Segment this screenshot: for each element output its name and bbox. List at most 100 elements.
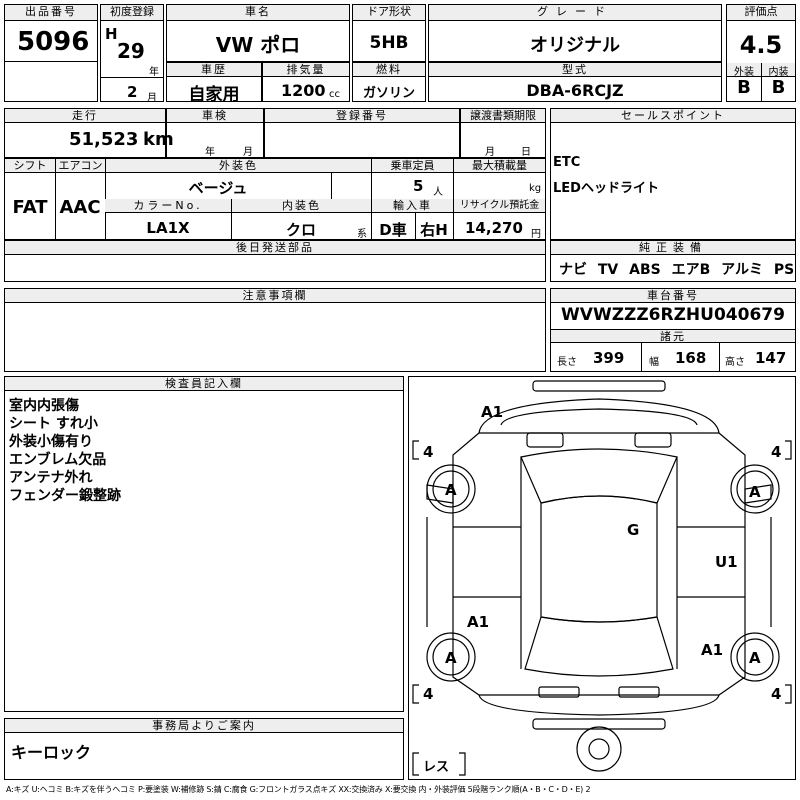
specs-label: 諸元	[551, 329, 795, 343]
inspector-label: 検査員記入欄	[5, 377, 403, 391]
car-outline: A1 4 4 A A G U1 A1 A1 A A 4 4 レス	[412, 380, 792, 776]
capacity-unit: 人	[433, 187, 443, 198]
equipment-item: アルミ	[721, 262, 764, 278]
inspector-line: シート すれ小	[9, 416, 98, 432]
aircon-value: AAC	[59, 197, 101, 218]
int-color-value: クロ	[285, 221, 316, 239]
wheel-rl: A	[445, 649, 457, 667]
first-reg-year: 29	[117, 39, 145, 63]
office-box: 事務局よりご案内 キーロック	[4, 718, 404, 780]
notes-box: 注意事項欄	[4, 288, 546, 372]
inspector-line: エンブレム欠品	[9, 452, 107, 468]
notes-label: 注意事項欄	[5, 289, 545, 303]
inspector-box: 検査員記入欄 室内内張傷 シート すれ小 外装小傷有り エンブレム欠品 アンテナ…	[4, 376, 404, 712]
mileage-box: 走行 51,523 km	[4, 108, 174, 158]
car-name-value: VW ポロ	[215, 33, 301, 57]
color-no-value: LA1X	[146, 219, 190, 237]
sales-point-item: LEDヘッドライト	[553, 181, 659, 196]
first-reg-month: 2	[127, 83, 138, 101]
capacity-value: 5	[413, 177, 424, 195]
chassis-box: 車台番号 WVWZZZ6RZHU040679 諸元 長さ 399 幅 168 高…	[550, 288, 796, 372]
equipment-item: ナビ	[559, 262, 587, 278]
car-name-label: 車名	[167, 5, 349, 21]
transfer-box: 譲渡書類期限 月 日	[460, 108, 546, 158]
displacement-box: 排気量 1200 cc	[262, 62, 350, 102]
int-color-suffix: 系	[357, 229, 367, 240]
grade-value: オリジナル	[530, 35, 620, 56]
mark-g: G	[627, 521, 639, 539]
office-value: キーロック	[11, 743, 92, 762]
first-reg-month-unit: 月	[147, 93, 157, 104]
inspector-line: フェンダー鍛整跡	[9, 488, 121, 504]
width-label: 幅	[649, 357, 659, 368]
grade-label: グレード	[429, 5, 721, 21]
score-label: 評価点	[727, 5, 795, 21]
first-reg-label: 初度登録	[101, 5, 163, 21]
tire-rr: 4	[771, 685, 781, 703]
displacement-value: 1200	[281, 81, 326, 100]
wheel-fr: A	[749, 483, 761, 501]
model-code-label: 型式	[429, 63, 721, 77]
history-value: 自家用	[188, 85, 240, 105]
recycle-label: リサイクル預託金	[453, 199, 545, 213]
damage-diagram: A1 4 4 A A G U1 A1 A1 A A 4 4 レス	[408, 376, 796, 780]
first-reg-era: H	[105, 25, 118, 43]
model-code-value: DBA-6RCJZ	[526, 81, 624, 100]
lot-box: 出品番号 5096	[4, 4, 98, 102]
recycle-value: 14,270	[465, 219, 523, 237]
equipment-item: エアB	[671, 262, 711, 278]
equipment-item: PS	[773, 262, 795, 278]
max-load-label: 最大積載量	[453, 159, 545, 173]
mileage-value: 51,523	[69, 129, 139, 150]
registration-box: 登録番号	[264, 108, 460, 158]
fuel-box: 燃料 ガソリン	[352, 62, 426, 102]
lot-number: 5096	[17, 27, 90, 57]
aircon-label: エアコン	[55, 159, 105, 173]
inspection-year-unit: 年	[205, 147, 215, 158]
int-score: B	[761, 77, 795, 101]
door-box: ドア形状 5HB	[352, 4, 426, 62]
sales-point-item: ETC	[553, 155, 581, 170]
fuel-value: ガソリン	[362, 86, 415, 101]
first-reg-box: 初度登録 H 29 年 2 月	[100, 4, 164, 104]
mark-a1-front: A1	[481, 403, 503, 421]
wheel-rr: A	[749, 649, 761, 667]
spec-grid: シフト エアコン 外装色 乗車定員 最大積載量 FAT AAC ベージュ 5 人…	[4, 158, 546, 240]
door-value: 5HB	[369, 33, 409, 53]
legend: A:キズ U:ヘコミ B:キズを伴うヘコミ P:要塗装 W:補修跡 S:錆 C:…	[6, 785, 591, 794]
displacement-unit: cc	[329, 89, 340, 100]
int-color-label: 内装色	[231, 199, 371, 213]
shift-label: シフト	[5, 159, 55, 173]
inspector-line: 外装小傷有り	[9, 434, 93, 450]
score-value: 4.5	[739, 31, 783, 59]
spare-tire-text: レス	[423, 760, 449, 775]
transfer-month-unit: 月	[485, 147, 495, 158]
import-label: 輸入車	[371, 199, 453, 213]
capacity-label: 乗車定員	[371, 159, 453, 173]
score-box: 評価点 4.5 外装 内装 B B	[726, 4, 796, 102]
history-box: 車歴 自家用	[166, 62, 262, 105]
office-label: 事務局よりご案内	[5, 719, 403, 733]
ext-color-value: ベージュ	[188, 179, 248, 197]
grade-box: グレード オリジナル	[428, 4, 722, 62]
shift-value: FAT	[12, 197, 48, 218]
mark-u1: U1	[715, 553, 738, 571]
chassis-value: WVWZZZ6RZHU040679	[561, 305, 785, 325]
sales-points-box: セールスポイント ETC LEDヘッドライト	[550, 108, 796, 240]
displacement-label: 排気量	[263, 63, 349, 77]
tire-rl: 4	[423, 685, 433, 703]
import-value1: D車	[379, 221, 407, 239]
equipment-item: TV	[597, 262, 619, 278]
equipment-box: 純正装備 ナビ TV ABS エアB アルミ PS PW	[550, 240, 796, 282]
door-label: ドア形状	[353, 5, 425, 21]
tire-fl: 4	[423, 443, 433, 461]
inspector-line: 室内内張傷	[9, 398, 79, 414]
history-label: 車歴	[167, 63, 261, 77]
ext-label: 外装	[727, 63, 761, 78]
color-no-label: カラーNo.	[105, 199, 231, 213]
mileage-label: 走行	[5, 109, 165, 123]
transfer-day-unit: 日	[521, 147, 531, 158]
later-parts-label: 後日発送部品	[5, 241, 545, 255]
recycle-unit: 円	[531, 229, 541, 240]
ext-score: B	[737, 77, 751, 98]
